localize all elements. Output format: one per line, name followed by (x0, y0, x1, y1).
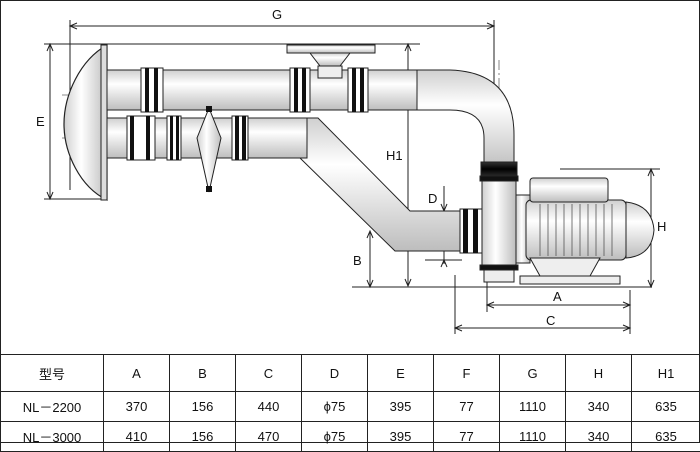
column-header-d: D (302, 355, 368, 392)
column-header-model: 型号 (1, 355, 104, 392)
table-cell: 440 (236, 392, 302, 422)
dim-label-g: G (272, 7, 282, 22)
discharge-union (460, 209, 482, 253)
table-cell: 1110 (500, 392, 566, 422)
column-header-b: B (170, 355, 236, 392)
counter-current-unit-drawing: G E H1 D B H A C (0, 0, 700, 354)
table-cell: ϕ75 (302, 422, 368, 452)
table-cell: 77 (434, 422, 500, 452)
table-cell: NL－3000 (1, 422, 104, 452)
dim-label-e: E (36, 114, 45, 129)
table-cell: 470 (236, 422, 302, 452)
table-cell: 370 (104, 392, 170, 422)
table-cell: NL－2200 (1, 392, 104, 422)
dim-label-h1: H1 (386, 148, 403, 163)
specification-table: 型号 A B C D E F G H H1 NL－2200 370 156 44… (0, 354, 700, 452)
table-cell: 410 (104, 422, 170, 452)
column-header-e: E (368, 355, 434, 392)
table-cell: 77 (434, 392, 500, 422)
table-cell: 1110 (500, 422, 566, 452)
column-header-h1: H1 (632, 355, 700, 392)
column-header-a: A (104, 355, 170, 392)
table-cell: 340 (566, 422, 632, 452)
column-header-c: C (236, 355, 302, 392)
column-header-h: H (566, 355, 632, 392)
table-cell: 340 (566, 392, 632, 422)
table-cell: 156 (170, 392, 236, 422)
column-header-g: G (500, 355, 566, 392)
dim-label-b: B (353, 253, 362, 268)
dim-label-d: D (428, 191, 437, 206)
table-cell: 395 (368, 392, 434, 422)
table-row: NL－3000 410 156 470 ϕ75 395 77 1110 340 … (1, 422, 700, 452)
table-row: NL－2200 370 156 440 ϕ75 395 77 1110 340 … (1, 392, 700, 422)
table-cell: ϕ75 (302, 392, 368, 422)
table-cell: 635 (632, 422, 700, 452)
table-header-row: 型号 A B C D E F G H H1 (1, 355, 700, 392)
pump-housing (480, 176, 530, 282)
table-cell: 635 (632, 392, 700, 422)
table-cell: 156 (170, 422, 236, 452)
lower-pipe (107, 118, 460, 251)
table-cell: 395 (368, 422, 434, 452)
column-header-f: F (434, 355, 500, 392)
dim-label-c: C (546, 313, 555, 328)
dim-label-h: H (657, 219, 666, 234)
dim-label-a: A (553, 289, 562, 304)
